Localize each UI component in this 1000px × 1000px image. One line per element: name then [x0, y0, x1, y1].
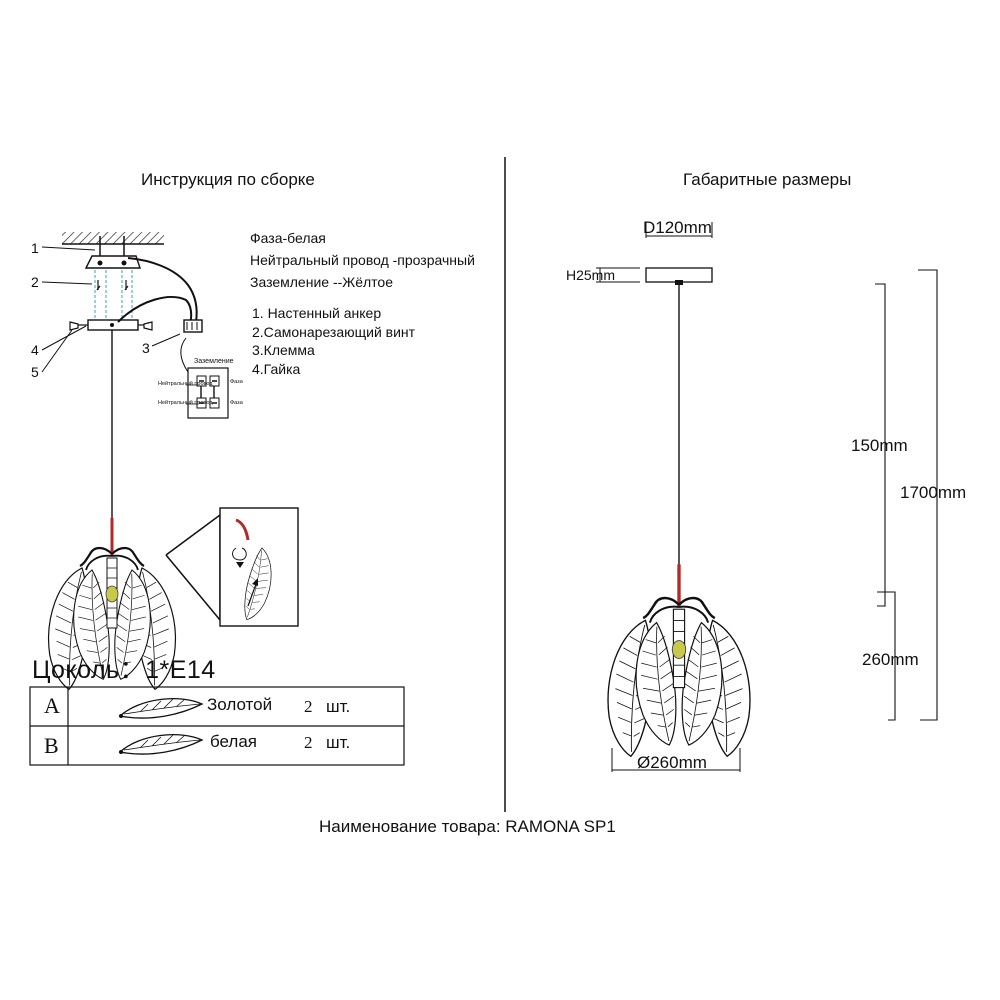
- parts-list: 1. Настенный анкер 2.Самонарезающий винт…: [252, 304, 415, 378]
- terminal-ground-label: Заземление: [194, 358, 234, 365]
- assembly-title: Инструкция по сборке: [141, 170, 315, 189]
- ceiling: [62, 232, 164, 244]
- terminal-phase-label-top: Фаза: [230, 379, 243, 385]
- terminal-neutral-label-bottom: Нейтральный провод: [158, 400, 213, 406]
- wiring-neutral: Нейтральный провод -прозрачный: [250, 252, 475, 268]
- callout-4: 4: [31, 342, 39, 358]
- table-row-b-name: белая: [210, 732, 258, 751]
- wiring-phase: Фаза-белая: [250, 230, 326, 246]
- socket-spec: Цоколь：1*E14: [32, 650, 216, 686]
- terminal-neutral-label-top: Нейтральный провод: [158, 381, 213, 387]
- dim-canopy-diameter: D120mm: [643, 218, 712, 237]
- table-row-b-unit: шт.: [326, 733, 351, 752]
- part-3: 3.Клемма: [252, 342, 315, 358]
- part-4: 4.Гайка: [252, 360, 301, 377]
- table-row-b-letter: B: [44, 733, 59, 758]
- callout-3: 3: [142, 340, 150, 356]
- table-row-b-qty: 2: [304, 733, 313, 752]
- product-name: Наименование товара: RAMONA SP1: [319, 817, 616, 836]
- wiring-ground: Заземление --Жёлтое: [250, 274, 393, 290]
- callout-2: 2: [31, 274, 39, 290]
- terminal-block-detail: [187, 367, 229, 419]
- canopy: [645, 267, 713, 283]
- dim-canopy-height: H25mm: [566, 267, 616, 283]
- table-row-a-letter: A: [44, 693, 60, 718]
- callout-5: 5: [31, 364, 39, 380]
- dim-cable-length: 150mm: [851, 436, 908, 455]
- part-2: 2.Самонарезающий винт: [252, 323, 416, 340]
- table-row-a-name: Золотой: [207, 695, 273, 714]
- wiring-info: Фаза-белая Нейтральный провод -прозрачны…: [250, 227, 475, 293]
- socket-label: Цоколь：: [32, 656, 146, 684]
- dim-total-height: 1700mm: [900, 483, 967, 502]
- socket-value: 1*E14: [145, 656, 216, 684]
- part-1: 1. Настенный анкер: [252, 305, 382, 321]
- callout-1: 1: [31, 240, 39, 256]
- dim-shade-diameter: Ø260mm: [637, 753, 707, 772]
- dimensions-title: Габаритные размеры: [683, 170, 852, 189]
- terminal-phase-label-bottom: Фаза: [230, 400, 243, 406]
- table-row-a-unit: шт.: [326, 697, 351, 716]
- table-row-a-qty: 2: [304, 697, 313, 716]
- dim-shade-height: 260mm: [862, 650, 919, 669]
